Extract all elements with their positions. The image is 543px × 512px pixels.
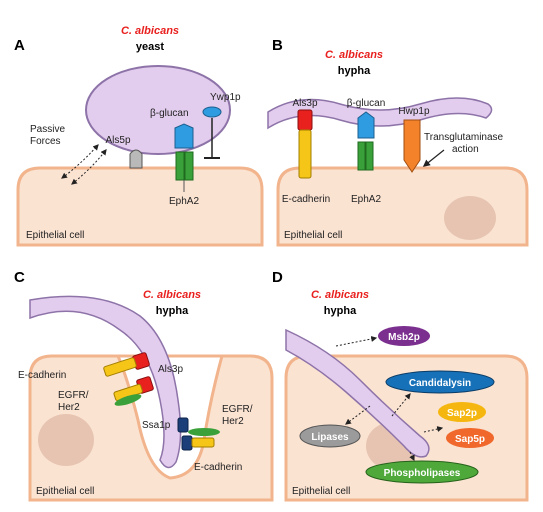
msb2p-label: Msb2p [388, 332, 420, 343]
sap-arrow [423, 426, 444, 433]
panel-c-ecadherin-right [191, 437, 215, 448]
panel-c-ecadherin-left [103, 357, 137, 377]
panel-c-nucleus [38, 414, 94, 466]
panel-c-species: C. albicans [143, 289, 201, 301]
panel-letter-b: B [272, 37, 283, 54]
panel-c-egfr-left-label-2: Her2 [58, 402, 80, 413]
panel-c-als3p-label: Als3p [158, 364, 183, 375]
panel-letter-c: C [14, 269, 25, 286]
panel-c-egfr-right-label-1: EGFR/ [222, 404, 253, 415]
panel-a-epha2-label: EphA2 [169, 196, 199, 207]
panel-a-epha2-left [175, 151, 185, 181]
panel-c: C C. albicans hypha Epithelial cell E-ca… [14, 269, 274, 502]
msb2p-pill [378, 326, 430, 346]
panel-b-ecadherin-label: E-cadherin [282, 194, 330, 205]
panel-d: D C. albicans hypha Epithelial cell Msb2… [272, 269, 529, 502]
panel-c-egfr-left-oval [114, 394, 142, 406]
candidalysin-label: Candidalysin [409, 378, 471, 389]
panel-a-epithelial-label: Epithelial cell [26, 230, 84, 241]
panel-letter-a: A [14, 37, 25, 54]
sap5p-pill [446, 428, 494, 448]
panel-a-als5p-label: Als5p [105, 135, 130, 146]
panel-d-morphology: hypha [324, 305, 357, 317]
panel-a-epithelial-cell [16, 166, 264, 247]
ywp1p-protein [202, 106, 222, 118]
yeast-cell [85, 65, 231, 155]
panel-b-nucleus [444, 196, 496, 240]
panel-b-epha2-left [357, 141, 366, 171]
panel-b-transglut-label-2: action [452, 144, 479, 155]
panel-c-egfr-right-oval [188, 428, 220, 436]
panel-b-transglut-arrow [422, 149, 445, 167]
panel-b-epithelial-label: Epithelial cell [284, 230, 342, 241]
panel-b-epha2-right [365, 141, 374, 171]
panel-c-ssa1p-top [177, 417, 189, 433]
panel-c-hypha [29, 295, 182, 469]
passive-force-arrow-1 [61, 144, 99, 179]
candidalysin-pill [385, 370, 495, 394]
panel-b-hwp1p-label: Hwp1p [398, 106, 430, 117]
panel-a-beta-glucan [174, 123, 194, 149]
panel-b-transglut-label-1: Transglutaminase [424, 132, 504, 143]
panel-a-passive-label-2: Forces [30, 136, 61, 147]
panel-a-epha2-right [184, 151, 194, 181]
panel-a: A C. albicans yeast Epithelial cell Als5… [14, 25, 264, 247]
panel-d-epithelial-label: Epithelial cell [292, 486, 350, 497]
phospholipases-arrow [409, 451, 415, 462]
lipases-arrow [345, 405, 371, 425]
lipases-pill [299, 424, 361, 448]
panel-c-ssa1p-bottom [181, 435, 193, 451]
panel-c-ssa1p-label: Ssa1p [142, 420, 171, 431]
panel-c-morphology: hypha [156, 305, 189, 317]
panel-c-egfr-left-label-1: EGFR/ [58, 390, 89, 401]
panel-a-morphology: yeast [136, 41, 164, 53]
candidalysin-arrow [391, 393, 411, 417]
panel-a-species: C. albicans [121, 25, 179, 37]
panel-a-ywp1p-label: Ywp1p [210, 92, 241, 103]
sap2p-label: Sap2p [447, 408, 477, 419]
panel-b-als3p-label: Als3p [292, 98, 317, 109]
phospholipases-pill [365, 460, 479, 484]
panel-b: B C. albicans hypha Epithelial cell Als3… [267, 37, 529, 247]
panel-b-hwp1p [403, 119, 421, 173]
panel-c-epithelial-label: Epithelial cell [36, 486, 94, 497]
panel-b-ecadherin [298, 129, 312, 179]
sap2p-pill [438, 402, 486, 422]
panel-c-egfr-right-label-2: Her2 [222, 416, 244, 427]
panel-letter-d: D [272, 269, 283, 286]
panel-c-ecadherin-right-label: E-cadherin [194, 462, 242, 473]
panel-b-beta-glucan [357, 111, 375, 139]
panel-b-beta-glucan-label: β-glucan [347, 98, 386, 109]
panel-a-beta-glucan-label: β-glucan [150, 108, 189, 119]
panel-d-hypha [285, 328, 430, 458]
panel-b-morphology: hypha [338, 65, 371, 77]
panel-b-epha2-label: EphA2 [351, 194, 381, 205]
phospholipases-label: Phospholipases [384, 468, 461, 479]
panel-b-species: C. albicans [325, 49, 383, 61]
als5p-receptor [129, 149, 143, 169]
panel-b-hypha [267, 97, 493, 130]
sap5p-label: Sap5p [455, 434, 485, 445]
passive-force-arrow-2 [71, 149, 107, 185]
panel-a-passive-label-1: Passive [30, 124, 65, 135]
panel-c-ecadherin-left-label: E-cadherin [18, 370, 66, 381]
lipases-label: Lipases [311, 432, 349, 443]
panel-d-species: C. albicans [311, 289, 369, 301]
panel-b-als3p [297, 109, 313, 131]
msb2p-arrow [335, 335, 378, 347]
